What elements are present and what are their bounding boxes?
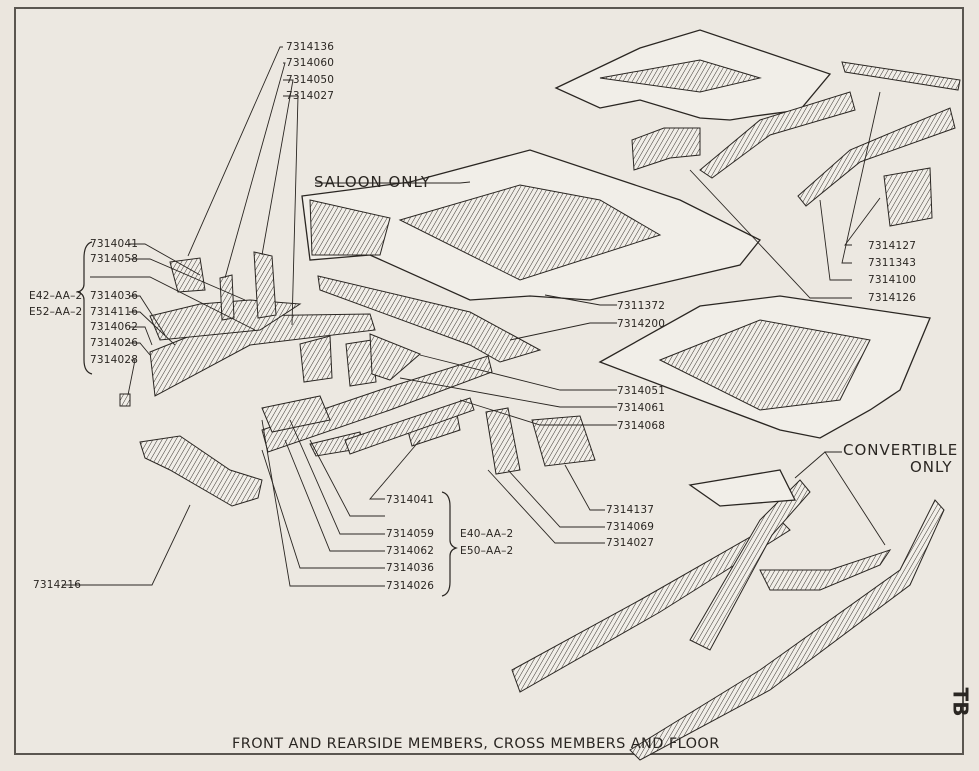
front-cross-member — [317, 275, 542, 363]
diagram-title: FRONT AND REARSIDE MEMBERS, CROSS MEMBER… — [232, 736, 720, 752]
page-tag: TB — [948, 687, 973, 717]
part-number-label: 7314036 — [90, 290, 139, 302]
model-code-label: E52–AA–2 — [29, 306, 83, 318]
part-number-label: 7314060 — [286, 57, 335, 69]
rear-side-member-lower — [797, 107, 956, 207]
leader-lines — [62, 46, 886, 587]
front-suspension-crossmember — [139, 435, 263, 507]
part-number-label: 7314068 — [617, 420, 666, 432]
bottom-group-brace — [441, 491, 458, 597]
part-number-label: 7314116 — [90, 306, 139, 318]
part-number-label: 7314026 — [90, 337, 139, 349]
saloon-only-annotation: SALOON ONLY — [314, 173, 432, 191]
model-code-label: E42–AA–2 — [29, 290, 83, 302]
right-gussets — [299, 333, 596, 475]
part-number-label: 7311372 — [617, 300, 666, 312]
convertible-only-annotation-line2: ONLY — [910, 458, 953, 476]
part-number-label: 7314026 — [386, 580, 435, 592]
part-number-label: 7314200 — [617, 318, 666, 330]
convertible-only-annotation-line1: CONVERTIBLE — [843, 441, 959, 459]
model-code-label: E50–AA–2 — [460, 545, 514, 557]
rear-bracket-right — [883, 167, 933, 227]
part-number-label: 7314050 — [286, 74, 335, 86]
left-group-brace — [76, 241, 93, 375]
part-number-label: 7314137 — [606, 504, 655, 516]
part-number-label: 7314058 — [90, 253, 139, 265]
part-number-label: 7314027 — [286, 90, 335, 102]
part-number-label: 7314051 — [617, 385, 666, 397]
rear-bracket-left — [631, 127, 701, 171]
part-number-label: 7314036 — [386, 562, 435, 574]
part-number-label: 7314069 — [606, 521, 655, 533]
part-number-label: 7314126 — [868, 292, 917, 304]
part-number-label: 7314041 — [386, 494, 435, 506]
part-number-label: 7314028 — [90, 354, 139, 366]
part-number-label: 7314062 — [386, 545, 435, 557]
right-front-side-member — [261, 355, 493, 453]
left-gussets — [119, 251, 277, 407]
part-number-label: 7314059 — [386, 528, 435, 540]
model-code-label: E40–AA–2 — [460, 528, 514, 540]
part-number-label: 7314062 — [90, 321, 139, 333]
part-number-label: 7314127 — [868, 240, 917, 252]
part-number-label: 7314041 — [90, 238, 139, 250]
part-number-label: 7314216 — [33, 579, 82, 591]
part-number-label: 7314100 — [868, 274, 917, 286]
rear-cross-member — [841, 61, 961, 91]
part-number-label: 7311343 — [868, 257, 917, 269]
part-number-label: 7314061 — [617, 402, 666, 414]
part-number-label: 7314027 — [606, 537, 655, 549]
rear-floor-panel — [554, 29, 832, 121]
saloon-floor-panel — [301, 149, 762, 301]
part-number-label: 7314136 — [286, 41, 335, 53]
convertible-chassis-frame — [511, 469, 945, 761]
rear-side-member-upper — [699, 91, 856, 179]
convertible-floor-panel — [598, 295, 931, 439]
